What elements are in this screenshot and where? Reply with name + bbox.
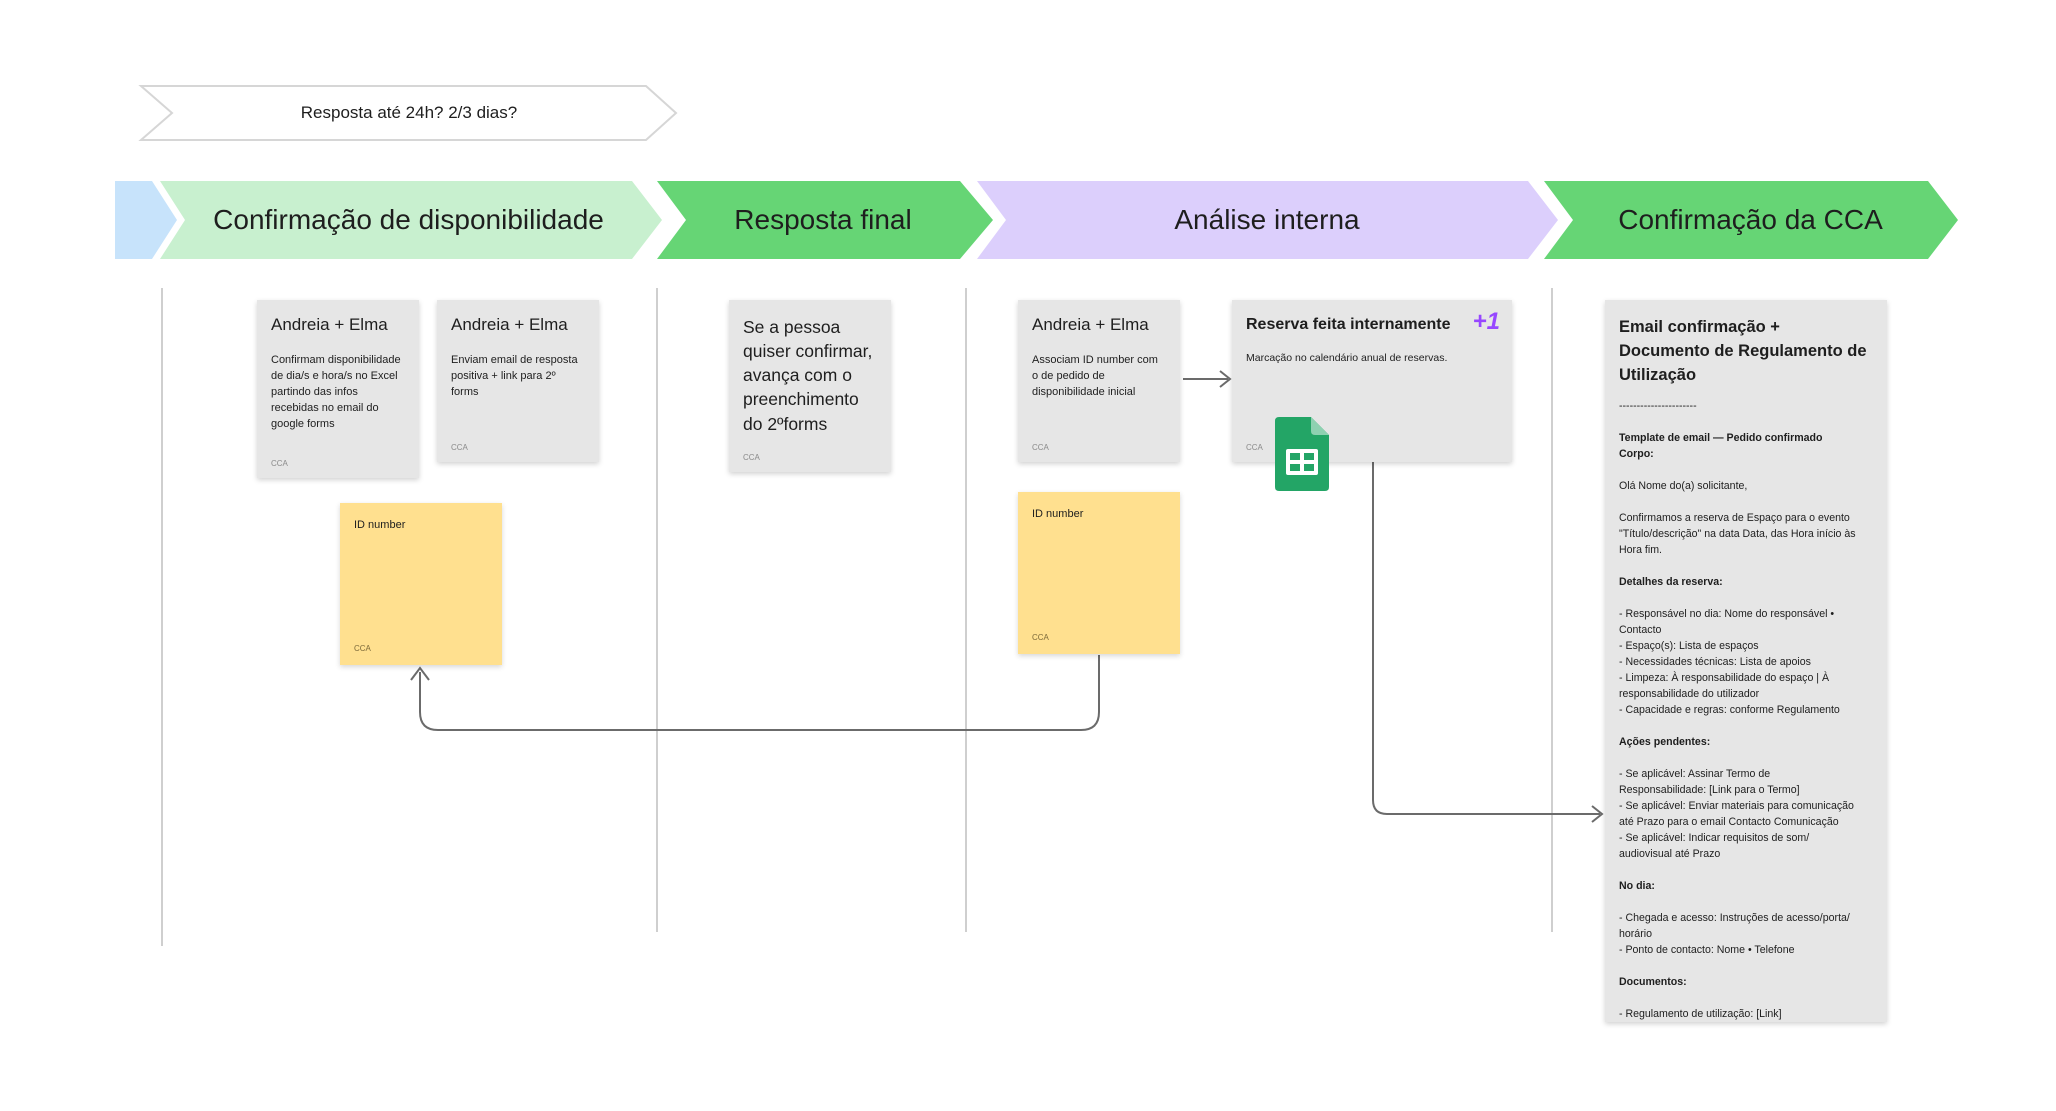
- card-body: Marcação no calendário anual de reservas…: [1246, 352, 1448, 364]
- email-template-line: [1619, 862, 1873, 878]
- plus-one-badge[interactable]: +1: [1472, 308, 1500, 335]
- email-template-line: [1619, 462, 1873, 478]
- email-template-line: - Capacidade e regras: conforme Regulame…: [1619, 703, 1840, 716]
- connector-arrowhead: [410, 666, 430, 681]
- email-template-line: Responsabilidade: [Link para o Termo]: [1619, 783, 1800, 796]
- email-template-line: responsabilidade do utilizador: [1619, 687, 1760, 700]
- email-template-line: Corpo:: [1619, 447, 1654, 460]
- email-template-line: [1619, 990, 1873, 1006]
- card-body: Enviam email de resposta positiva + link…: [451, 354, 578, 399]
- card-title: Email confirmação + Documento de Regulam…: [1619, 318, 1867, 384]
- email-template-line: Detalhes da reserva:: [1619, 575, 1723, 588]
- sticky-id-number[interactable]: ID number CCA: [340, 503, 502, 665]
- email-template-line: - Se aplicável: Assinar Termo de: [1619, 767, 1771, 780]
- top-callout-shape[interactable]: [138, 85, 678, 141]
- top-callout-text: Resposta até 24h? 2/3 dias?: [300, 103, 518, 122]
- email-template-line: [1619, 958, 1873, 974]
- email-template-line: [1619, 894, 1873, 910]
- email-template-line: [1619, 750, 1873, 766]
- phase-banner-2[interactable]: [657, 181, 993, 259]
- email-template-line: - Se aplicável: Enviar materiais para co…: [1619, 799, 1854, 812]
- email-template-line: [1619, 590, 1873, 606]
- connector-arrowhead: [1219, 370, 1232, 388]
- email-template-line: No dia:: [1619, 879, 1655, 892]
- card-body: Confirmam disponibilidade de dia/s e hor…: [271, 354, 401, 431]
- card-tag: CCA: [1246, 443, 1263, 452]
- sticky-text: ID number: [1032, 508, 1084, 520]
- email-template-line: até Prazo para o email Contacto Comunica…: [1619, 815, 1839, 828]
- email-template-line: - Regulamento de utilização: [Link]: [1619, 1007, 1782, 1020]
- phase-banner-4[interactable]: [1544, 181, 1958, 259]
- email-template-line: - Espaço(s): Lista de espaços: [1619, 639, 1759, 652]
- phase-label-analise-interna: Análise interna: [1174, 204, 1360, 235]
- email-template-line: - Chegada e acesso: Instruções de acesso…: [1619, 911, 1850, 924]
- connector-reserve-to-email[interactable]: [1372, 462, 1600, 815]
- email-template-line: [1619, 718, 1873, 734]
- email-template-line: [1619, 558, 1873, 574]
- card-tag: CCA: [743, 453, 760, 462]
- sticky-id-number[interactable]: ID number CCA: [1018, 492, 1180, 654]
- email-template-line: "Título/descrição" na data Data, das Hor…: [1619, 527, 1856, 540]
- sticky-tag: CCA: [1032, 633, 1049, 642]
- card-email-confirmacao[interactable]: Email confirmação + Documento de Regulam…: [1605, 300, 1887, 1022]
- email-template-line: Contacto: [1619, 623, 1662, 636]
- email-template-line: audiovisual até Prazo: [1619, 847, 1721, 860]
- card-title: Andreia + Elma: [271, 315, 388, 334]
- card-title: Andreia + Elma: [1032, 315, 1149, 334]
- card-title: Se a pessoa quiser confirmar, avança com…: [743, 317, 873, 434]
- connector-arrowhead: [1591, 805, 1604, 823]
- phase-label-resposta-final: Resposta final: [734, 204, 912, 235]
- card-tag: CCA: [271, 459, 288, 468]
- connector-id-number[interactable]: [419, 655, 1100, 731]
- card-title: Andreia + Elma: [451, 315, 568, 334]
- email-template-body: ---------------------- Template de email …: [1619, 398, 1873, 1022]
- email-template-line: Template de email — Pedido confirmado: [1619, 431, 1823, 444]
- card-tag: CCA: [1032, 443, 1049, 452]
- email-template-line: Ações pendentes:: [1619, 735, 1711, 748]
- card-body: Associam ID number com o de pedido de di…: [1032, 354, 1158, 399]
- google-sheets-icon[interactable]: [1275, 417, 1329, 491]
- phase-banner-0[interactable]: [115, 181, 177, 259]
- card-associam-id-number[interactable]: Andreia + Elma Associam ID number com o …: [1018, 300, 1180, 462]
- sticky-tag: CCA: [354, 644, 371, 653]
- card-enviam-email[interactable]: Andreia + Elma Enviam email de resposta …: [437, 300, 599, 462]
- email-template-line: - Necessidades técnicas: Lista de apoios: [1619, 655, 1811, 668]
- email-template-line: Documentos:: [1619, 975, 1687, 988]
- email-template-line: - Se aplicável: Indicar requisitos de so…: [1619, 831, 1810, 844]
- card-confirmam-disponibilidade[interactable]: Andreia + Elma Confirmam disponibilidade…: [257, 300, 419, 478]
- email-template-line: - Responsável no dia: Nome do responsáve…: [1619, 607, 1835, 620]
- card-se-a-pessoa-quiser-confirmar[interactable]: Se a pessoa quiser confirmar, avança com…: [729, 300, 891, 472]
- email-template-line: - Limpeza: À responsabilidade do espaço …: [1619, 671, 1830, 684]
- phase-banner-1[interactable]: [160, 181, 662, 259]
- email-template-line: Confirmamos a reserva de Espaço para o e…: [1619, 511, 1850, 524]
- card-reserva-feita-internamente[interactable]: Reserva feita internamente +1 Marcação n…: [1232, 300, 1512, 462]
- phase-banner-3[interactable]: [977, 181, 1558, 259]
- email-template-line: - Ponto de contacto: Nome • Telefone: [1619, 943, 1795, 956]
- email-template-line: horário: [1619, 927, 1652, 940]
- sticky-text: ID number: [354, 519, 406, 531]
- email-template-line: Olá Nome do(a) solicitante,: [1619, 479, 1748, 492]
- email-template-line: ----------------------: [1619, 399, 1697, 412]
- email-template-line: Hora fim.: [1619, 543, 1662, 556]
- phase-label-confirmacao-disponibilidade: Confirmação de disponibilidade: [213, 204, 604, 235]
- email-template-line: [1619, 414, 1873, 430]
- card-title: Reserva feita internamente: [1246, 316, 1451, 333]
- email-template-line: [1619, 494, 1873, 510]
- phase-label-confirmacao-cca: Confirmação da CCA: [1618, 204, 1883, 235]
- card-tag: CCA: [451, 443, 468, 452]
